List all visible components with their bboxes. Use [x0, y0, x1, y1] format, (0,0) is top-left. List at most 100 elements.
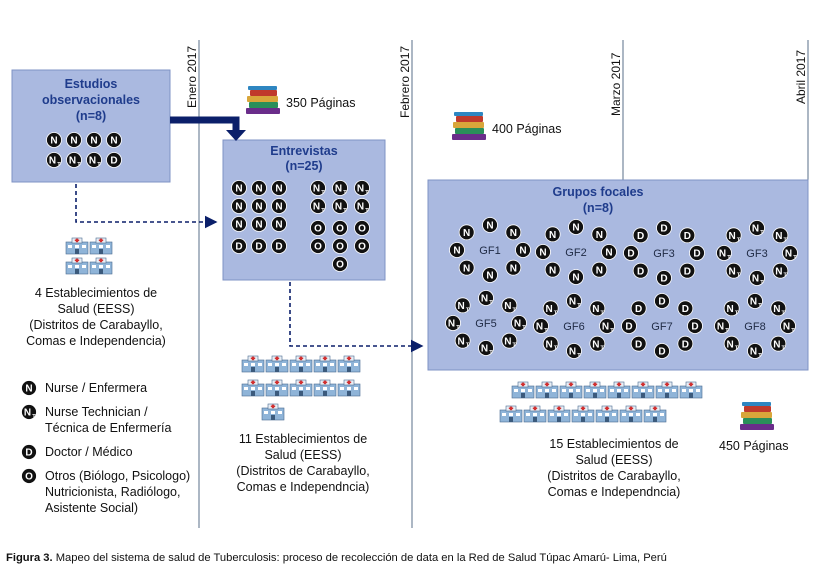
svg-text:D: D [110, 156, 117, 167]
focus-group-label: GF3 [746, 248, 767, 260]
doctor-circle-icon: D [679, 262, 696, 279]
health-facility-icon [523, 405, 547, 423]
svg-text:N: N [50, 136, 57, 147]
nurse-circle-icon: N [505, 259, 522, 276]
svg-text:N: N [49, 156, 56, 167]
svg-text:N: N [727, 339, 734, 350]
svg-text:T: T [610, 328, 614, 334]
svg-text:O: O [314, 242, 322, 253]
svg-text:N: N [313, 202, 320, 213]
svg-text:T: T [782, 310, 786, 316]
svg-text:D: D [693, 249, 700, 260]
svg-text:D: D [660, 274, 667, 285]
svg-text:T: T [577, 303, 581, 309]
doctor-circle-icon: D [656, 220, 672, 236]
eess-4-text: 4 Establecimientos de Salud (EESS) (Dist… [26, 286, 166, 348]
svg-text:T: T [760, 280, 764, 286]
svg-text:N: N [481, 344, 488, 355]
svg-text:N: N [481, 294, 488, 305]
svg-text:(Distritos de Carabayllo,: (Distritos de Carabayllo, [547, 469, 680, 483]
svg-text:T: T [601, 310, 605, 316]
svg-text:D: D [235, 242, 242, 253]
svg-text:T: T [793, 255, 797, 261]
timeline-febrero: Febrero 2017 [398, 46, 412, 118]
nurse-circle-icon: N [515, 242, 531, 258]
eess-15-text: 15 Establecimientos de Salud (EESS) (Dis… [547, 437, 680, 499]
box-observacionales-count: (n=8) [76, 109, 106, 123]
svg-text:T: T [456, 325, 460, 331]
pages-450: 450 Páginas [719, 402, 789, 453]
svg-text:T: T [737, 273, 741, 279]
nurse-circle-icon: N [449, 242, 465, 258]
svg-text:N: N [719, 249, 726, 260]
svg-text:N: N [783, 322, 790, 333]
health-facility-icon [241, 379, 265, 397]
svg-text:N: N [69, 156, 76, 167]
svg-text:N: N [70, 136, 77, 147]
pages-400-label: 400 Páginas [492, 122, 562, 136]
svg-text:T: T [758, 303, 762, 309]
health-facility-icon [607, 381, 631, 399]
doctor-circle-icon: D [251, 238, 267, 254]
svg-text:T: T [737, 237, 741, 243]
doctor-circle-icon: D [689, 245, 705, 261]
svg-text:T: T [513, 307, 517, 313]
other-circle-icon: O [354, 220, 370, 236]
health-facility-icon [571, 405, 595, 423]
nurse-circle-icon: N [458, 259, 475, 276]
health-facility-icon [313, 355, 337, 373]
svg-text:N: N [519, 246, 526, 257]
health-facility-icon [265, 355, 289, 373]
svg-text:T: T [57, 162, 61, 168]
svg-text:Comas e Independncia): Comas e Independncia) [548, 485, 681, 499]
focus-group-label: GF1 [479, 245, 500, 257]
nurse-circle-icon: N [482, 217, 498, 233]
svg-text:Comas e Independencia): Comas e Independencia) [26, 334, 166, 348]
svg-text:N: N [572, 273, 579, 284]
svg-text:N: N [592, 304, 599, 315]
svg-text:N: N [752, 274, 759, 285]
svg-text:N: N [602, 322, 609, 333]
svg-text:T: T [735, 346, 739, 352]
legend-label: Otros (Biólogo, Psicologo) [45, 469, 190, 483]
svg-text:D: D [684, 266, 691, 277]
svg-text:N: N [729, 266, 736, 277]
svg-text:T: T [343, 190, 347, 196]
svg-text:T: T [784, 237, 788, 243]
nurse-circle-icon: N [271, 180, 287, 196]
nurse-circle-icon: N [535, 244, 551, 260]
svg-text:N: N [448, 319, 455, 330]
nurse-circle-icon: N [271, 216, 287, 232]
svg-text:T: T [727, 255, 731, 261]
svg-text:N: N [335, 184, 342, 195]
nurse-circle-icon: N [231, 180, 247, 196]
eess-11-text: 11 Establecimientos de Salud (EESS) (Dis… [236, 432, 369, 494]
box-observacionales-title-2: observacionales [42, 93, 140, 107]
svg-text:N: N [596, 265, 603, 276]
doctor-circle-icon: D [21, 444, 37, 460]
svg-text:N: N [235, 184, 242, 195]
box-grupos-title: Grupos focales [553, 185, 644, 199]
svg-text:D: D [684, 231, 691, 242]
svg-text:N: N [569, 347, 576, 358]
svg-text:11 Establecimientos de: 11 Establecimientos de [239, 432, 367, 446]
svg-text:N: N [773, 339, 780, 350]
